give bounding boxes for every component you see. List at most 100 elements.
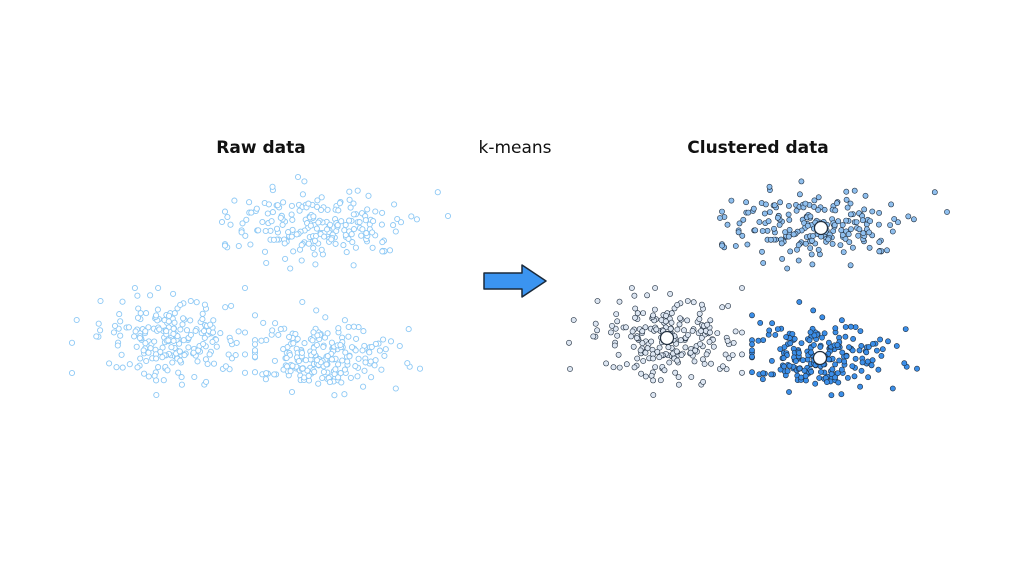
- raw-data-point: [145, 324, 152, 331]
- clustered-data-point-top: [744, 241, 751, 248]
- clustered-data-point-right: [859, 359, 866, 366]
- clustered-data-point-right: [835, 379, 842, 386]
- raw-data-point: [354, 373, 361, 380]
- clustered-data-point-top: [786, 226, 793, 233]
- clustered-data-point-left: [667, 290, 673, 297]
- clustered-data-point-top: [839, 222, 846, 228]
- clustered-data-point-top: [759, 228, 766, 234]
- clustered-data-point-top: [732, 243, 739, 249]
- raw-data-point: [347, 204, 354, 211]
- raw-data-point: [310, 213, 317, 220]
- clustered-data-point-right: [839, 349, 846, 356]
- raw-data-point: [345, 323, 352, 331]
- clustered-data-point-left: [682, 344, 689, 351]
- clustered-data-point-right: [856, 347, 863, 354]
- raw-data-point: [118, 351, 125, 358]
- clustered-data-point-right: [849, 363, 856, 369]
- clustered-data-point-right: [845, 374, 851, 381]
- clustered-data-point-top: [876, 248, 883, 255]
- clustered-data-point-right: [826, 339, 832, 346]
- raw-data-point: [253, 205, 260, 212]
- clustered-data-point-left: [608, 329, 614, 336]
- raw-data-point: [137, 310, 144, 317]
- clustered-data-point-left: [707, 317, 714, 324]
- raw-data-point: [232, 352, 239, 359]
- clustered-data-point-left: [739, 351, 745, 358]
- right-arrow-icon: [483, 264, 547, 298]
- raw-data-point: [359, 226, 366, 233]
- raw-data-point: [95, 320, 102, 327]
- raw-data-point: [97, 297, 104, 305]
- clustered-data-point-left: [661, 367, 668, 374]
- clustered-data-point-left: [720, 363, 726, 370]
- raw-data-point: [93, 333, 100, 340]
- clustered-data-point-left: [674, 326, 681, 333]
- raw-data-point: [299, 298, 306, 306]
- clustered-data-point-top: [779, 255, 785, 262]
- method-label: k-means: [478, 138, 551, 158]
- raw-data-point: [193, 299, 200, 306]
- raw-data-point: [314, 332, 321, 339]
- clustered-data-point-top: [784, 265, 791, 272]
- raw-data-point: [272, 320, 279, 327]
- raw-data-point: [134, 364, 141, 371]
- clustered-data-point-top: [759, 248, 765, 255]
- clustered-data-point-right: [806, 337, 813, 344]
- clustered-data-point-left: [675, 374, 682, 380]
- clustered-data-point-right: [832, 374, 838, 381]
- raw-data-point: [282, 255, 289, 262]
- clustered-data-point-right: [902, 326, 909, 332]
- raw-data-point: [285, 229, 292, 236]
- raw-data-point: [180, 337, 187, 344]
- clustered-data-point-top: [795, 242, 802, 248]
- raw-data-point: [170, 290, 177, 297]
- clustered-data-point-left: [701, 361, 708, 367]
- raw-data-point: [178, 381, 185, 388]
- raw-data-point: [235, 328, 242, 335]
- raw-data-point: [231, 197, 238, 204]
- raw-data-point: [287, 368, 294, 375]
- raw-data-point: [332, 366, 339, 373]
- raw-data-point: [213, 343, 220, 350]
- raw-data-point: [341, 391, 348, 398]
- clustered-data-point-top: [787, 248, 794, 255]
- raw-data-point: [335, 361, 342, 368]
- clustered-data-point-left: [616, 364, 623, 371]
- clustered-data-point-right: [836, 357, 843, 364]
- raw-data-point: [225, 351, 232, 358]
- clustered-data-point-left: [611, 342, 618, 349]
- clustered-data-point-left: [632, 305, 639, 312]
- clustered-data-point-top: [802, 240, 809, 247]
- raw-data-point: [338, 379, 345, 386]
- raw-data-point: [368, 343, 375, 351]
- raw-data-point: [305, 372, 312, 379]
- raw-data-point: [305, 200, 312, 207]
- raw-data-point: [323, 226, 331, 233]
- raw-data-point: [340, 242, 347, 249]
- raw-data-point: [350, 323, 357, 330]
- raw-data-point: [286, 333, 293, 341]
- raw-data-point: [359, 347, 366, 354]
- raw-data-point: [363, 230, 370, 237]
- clustered-data-point-top: [850, 244, 856, 251]
- raw-data-point: [314, 197, 321, 204]
- clustered-data-point-right: [755, 337, 762, 344]
- raw-data-point: [217, 330, 224, 337]
- raw-data-point: [301, 340, 308, 347]
- raw-data-point: [141, 370, 148, 377]
- raw-data-point: [391, 201, 398, 208]
- raw-data-point: [342, 231, 349, 239]
- clustered-data-point-right: [811, 342, 817, 348]
- clustered-data-point-top: [859, 217, 866, 224]
- raw-data-point: [353, 335, 360, 342]
- clustered-data-point-top: [889, 228, 896, 235]
- clustered-data-point-top: [860, 230, 867, 236]
- raw-data-point: [241, 369, 249, 376]
- clustered-data-point-left: [652, 306, 658, 313]
- raw-data-point: [246, 199, 253, 206]
- clustered-data-point-top: [845, 231, 852, 238]
- raw-data-point: [310, 329, 317, 336]
- raw-data-point: [206, 351, 213, 358]
- raw-data-point: [269, 327, 276, 334]
- clustered-data-point-left: [642, 373, 649, 380]
